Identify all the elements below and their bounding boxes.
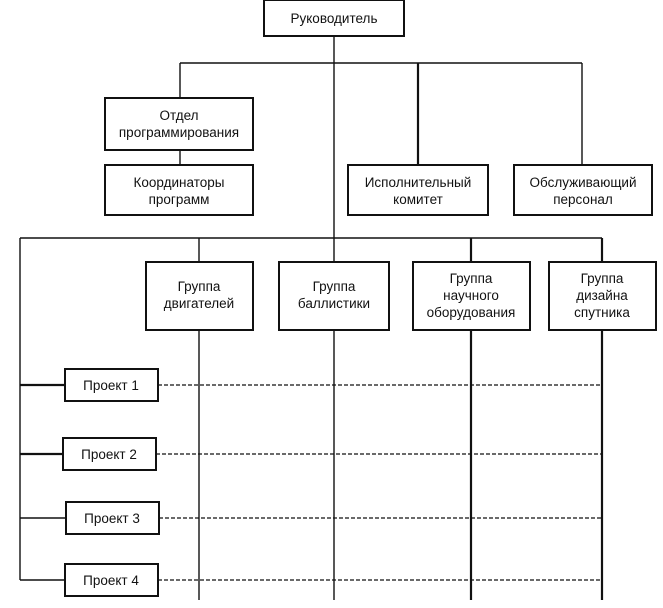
- group-satellite-line1: Группа: [581, 271, 624, 286]
- coordinators-box: Координаторы программ: [104, 164, 254, 216]
- coordinators-line2: программ: [149, 192, 210, 207]
- exec-committee-line2: комитет: [393, 192, 443, 207]
- group-scientific-line2: научного: [443, 288, 499, 303]
- programming-dept-line2: программирования: [119, 125, 239, 140]
- project-1-label: Проект 1: [83, 378, 139, 393]
- coordinators-line1: Координаторы: [134, 175, 225, 190]
- group-engines-line2: двигателей: [164, 296, 234, 311]
- service-staff-line1: Обслуживающий: [529, 175, 636, 190]
- connectors: [19, 37, 604, 600]
- group-ballistics-line1: Группа: [313, 279, 356, 294]
- group-ballistics-box: Группа баллистики: [278, 261, 390, 331]
- service-staff-box: Обслуживающий персонал: [513, 164, 653, 216]
- project-4-box: Проект 4: [64, 563, 159, 597]
- project-3-label: Проект 3: [84, 511, 140, 526]
- exec-committee-line1: Исполнительный: [365, 175, 472, 190]
- head-box: Руководитель: [263, 0, 405, 37]
- group-ballistics-line2: баллистики: [298, 296, 370, 311]
- group-scientific-line1: Группа: [450, 271, 493, 286]
- project-1-box: Проект 1: [64, 368, 159, 402]
- group-engines-box: Группа двигателей: [145, 261, 254, 331]
- programming-dept-line1: Отдел: [159, 108, 198, 123]
- programming-dept-box: Отдел программирования: [104, 97, 254, 151]
- group-scientific-equipment-box: Группа научного оборудования: [412, 261, 531, 331]
- group-scientific-line3: оборудования: [427, 305, 516, 320]
- group-satellite-line2: дизайна: [576, 288, 628, 303]
- service-staff-line2: персонал: [553, 192, 613, 207]
- head-label: Руководитель: [291, 11, 378, 26]
- project-4-label: Проект 4: [83, 573, 139, 588]
- group-satellite-line3: спутника: [574, 305, 630, 320]
- project-2-box: Проект 2: [62, 437, 157, 471]
- exec-committee-box: Исполнительный комитет: [347, 164, 489, 216]
- group-satellite-design-box: Группа дизайна спутника: [548, 261, 657, 331]
- group-engines-line1: Группа: [178, 279, 221, 294]
- project-2-label: Проект 2: [81, 447, 137, 462]
- project-3-box: Проект 3: [65, 501, 160, 535]
